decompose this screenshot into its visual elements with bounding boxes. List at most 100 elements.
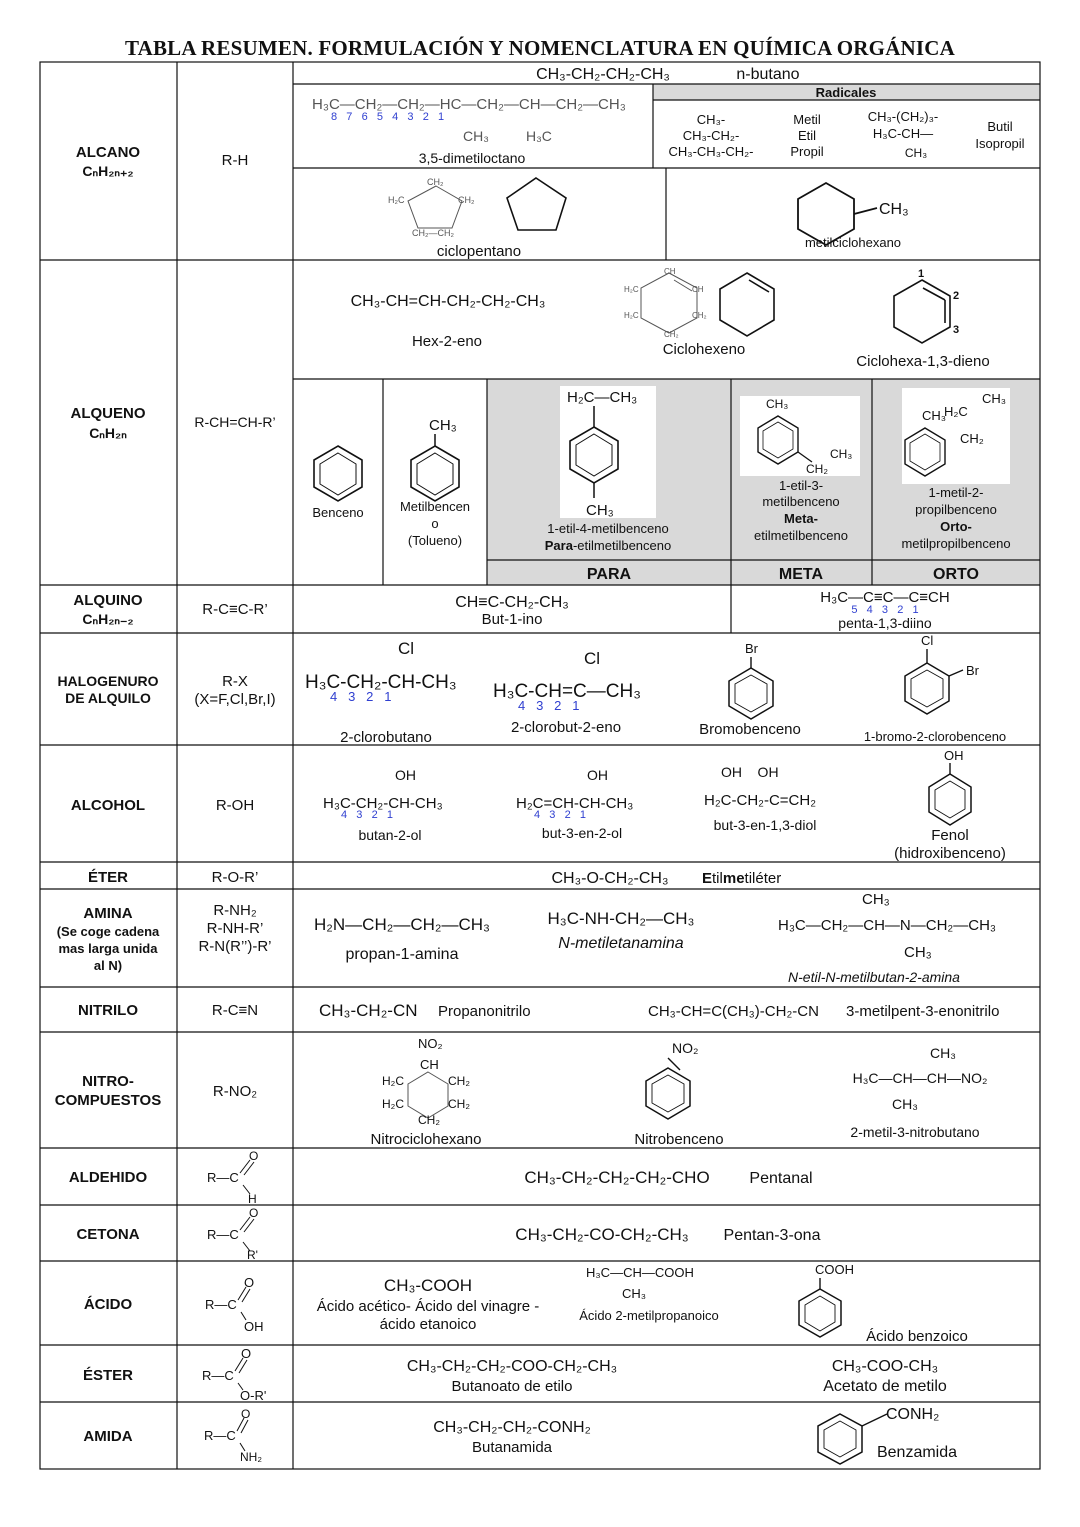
- diene-number: 2: [953, 290, 959, 302]
- br-bond: [948, 669, 964, 677]
- metiletanamina-name: N-metiletanamina: [558, 935, 683, 952]
- family-name: AMINA: [83, 905, 132, 922]
- nitrobutano-name: 2-metil-3-nitrobutano: [850, 1124, 979, 1140]
- tolueno-methyl: CH₃: [429, 417, 457, 434]
- butenol-name: but-3-en-2-ol: [542, 825, 622, 841]
- functional-group-1: R-NH₂: [213, 902, 256, 919]
- butenol-formula: H₂C=CH-CH-CH₃: [516, 795, 633, 812]
- n-butano-formula: CH₃-CH₂-CH₂-CH₃: [536, 66, 670, 83]
- cr-bond: [242, 1241, 251, 1252]
- nitrociclohexano-atom: CH₂: [448, 1074, 470, 1088]
- pentadiino-formula: H₃C—C≡C—C≡CH: [820, 589, 949, 606]
- benceno-inner: [319, 452, 357, 496]
- metilbutanamina-name: N-etil-N-metilbutan-2-amina: [788, 969, 960, 985]
- radical-etil: CH₃-CH₂-: [683, 128, 740, 143]
- acetato-formula: CH₃-COO-CH₃: [832, 1358, 938, 1375]
- coh-bond: [240, 1311, 247, 1321]
- metilbutanamina-bottom: CH₃: [904, 944, 932, 961]
- clorobutano-formula: H₃C-CH₂-CH-CH₃: [305, 672, 457, 693]
- radical-butil: CH₃-(CH₂)₃-: [868, 109, 939, 124]
- radicals-header: Radicales: [816, 85, 877, 100]
- butanoato-formula: CH₃-CH₂-CH₂-COO-CH₂-CH₃: [407, 1358, 617, 1375]
- butenol-numbers: 4 3 2 1: [534, 809, 586, 821]
- family-name: ALCANO: [76, 144, 140, 161]
- orto-name-2: propilbenceno: [915, 502, 997, 517]
- clorobutenoo-cl: Cl: [584, 649, 600, 668]
- family-name: AMIDA: [83, 1428, 132, 1445]
- co-double-bond: [240, 1419, 249, 1434]
- nitrociclohexano-ring: [407, 1071, 449, 1119]
- family-name-2: COMPUESTOS: [55, 1092, 161, 1109]
- benzoico-name: Ácido benzoico: [866, 1328, 968, 1345]
- nitrociclohexano-ch: CH: [420, 1057, 439, 1072]
- bromobenceno-ring: [728, 667, 774, 720]
- row-eter: ÉTER R-O-R’ CH₃-O-CH₂-CH₃ Etilmetiléter: [88, 869, 781, 887]
- co-double-bond: [241, 1288, 251, 1303]
- ciclohexeno-name: Ciclohexeno: [663, 341, 746, 358]
- eter-name-d: tiléter: [745, 870, 782, 887]
- butino-name: But-1-ino: [482, 611, 543, 628]
- ciclohexeno-atom: CH: [664, 267, 676, 276]
- row-alquino: ALQUINO CₙH₂ₙ₋₂ R-C≡C-R’ CH≡C-CH₂-CH₃ Bu…: [73, 589, 949, 631]
- para-name-1: 1-etil-4-metilbenceno: [547, 521, 668, 536]
- header-para: PARA: [587, 566, 632, 583]
- eter-name-c: me: [723, 870, 745, 887]
- eter-formula: CH₃-O-CH₂-CH₃: [552, 870, 669, 887]
- co-double-bond: [236, 1417, 245, 1432]
- para-suffix: -etilmetilbenceno: [573, 538, 671, 553]
- tolueno-name-2: o: [431, 516, 438, 531]
- pentadiino-numbers: 5 4 3 2 1: [851, 604, 918, 616]
- nitrociclohexano-atom: H₂C: [382, 1074, 404, 1088]
- ciclopentano-atom: CH₂: [427, 177, 444, 187]
- functional-group-1: R-X: [222, 673, 248, 690]
- butendiol-name: but-3-en-1,3-diol: [714, 817, 817, 833]
- metilpropanoico-formula: H₃C—CH—COOH: [586, 1265, 694, 1280]
- eter-name-b: til: [712, 870, 723, 887]
- metiletanamina-formula: H₃C-NH-CH₂—CH₃: [548, 909, 695, 928]
- amida-group-nh2: NH₂: [240, 1450, 262, 1464]
- fenol-ring: [928, 773, 972, 826]
- ciclohexeno-atom: CH: [692, 285, 704, 294]
- row-halogenuro: HALOGENURO DE ALQUILO R-X (X=F,Cl,Br,I) …: [57, 633, 1006, 746]
- tolueno-ring: [410, 445, 460, 502]
- row-ester: ÉSTER R—C O O-R' CH₃-CH₂-CH₂-COO-CH₂-CH₃…: [83, 1346, 947, 1403]
- cetona-group-r: R—C: [207, 1227, 239, 1242]
- enonitrilo-name: 3-metilpent-3-enonitrilo: [846, 1003, 999, 1020]
- functional-group-2: (X=F,Cl,Br,I): [194, 691, 275, 708]
- cetona-group-o: O: [249, 1206, 258, 1220]
- bromobenceno-inner: [734, 674, 768, 713]
- co-bond: [237, 1382, 244, 1391]
- metilciclohexano-name: metilciclohexano: [805, 235, 901, 250]
- meta-structure-bg: [740, 396, 860, 476]
- acido-group-o: O: [244, 1275, 254, 1290]
- ciclohexeno-atom: CH₂: [692, 311, 707, 320]
- clorobuteno-name: 2-clorobut-2-eno: [511, 719, 621, 736]
- benzoico-ring: [798, 1288, 842, 1338]
- row-amida: AMIDA R—C O NH₂ CH₃-CH₂-CH₂-CONH₂ Butana…: [83, 1406, 957, 1465]
- radical-metil: CH₃-: [697, 112, 725, 127]
- family-name-2: DE ALQUILO: [65, 690, 151, 706]
- family-name: ÉSTER: [83, 1367, 133, 1384]
- family-name: ÉTER: [88, 869, 128, 886]
- orto-name-1: 1-metil-2-: [929, 485, 984, 500]
- ciclohexadieno-name: Ciclohexa-1,3-dieno: [856, 353, 989, 370]
- aldehido-group-r: R—C: [207, 1170, 239, 1185]
- meta-name-3: etilmetilbenceno: [754, 528, 848, 543]
- acetato-name: Acetato de metilo: [823, 1378, 947, 1395]
- nitrobenceno-ring: [645, 1067, 691, 1120]
- bromobenceno-br: Br: [745, 641, 759, 656]
- metilciclohexano-ring: [797, 181, 855, 247]
- co-double-bond: [239, 1159, 251, 1174]
- propanonitrilo-formula: CH₃-CH₂-CN: [319, 1001, 418, 1020]
- amina-note-3: al N): [94, 958, 122, 973]
- fenol-inner: [934, 780, 966, 819]
- nitrociclohexano-no2: NO₂: [418, 1036, 443, 1051]
- benceno-ring: [313, 445, 363, 502]
- metilpropanoico-name: Ácido 2-metilpropanoico: [579, 1308, 718, 1323]
- orto-sub-1: CH₃: [922, 408, 946, 423]
- ch-bond: [242, 1184, 251, 1195]
- methyl-bond: [853, 207, 878, 215]
- co-double-bond: [243, 1218, 255, 1233]
- butanol-name: butan-2-ol: [358, 827, 421, 843]
- ester-group-o: O: [241, 1346, 251, 1361]
